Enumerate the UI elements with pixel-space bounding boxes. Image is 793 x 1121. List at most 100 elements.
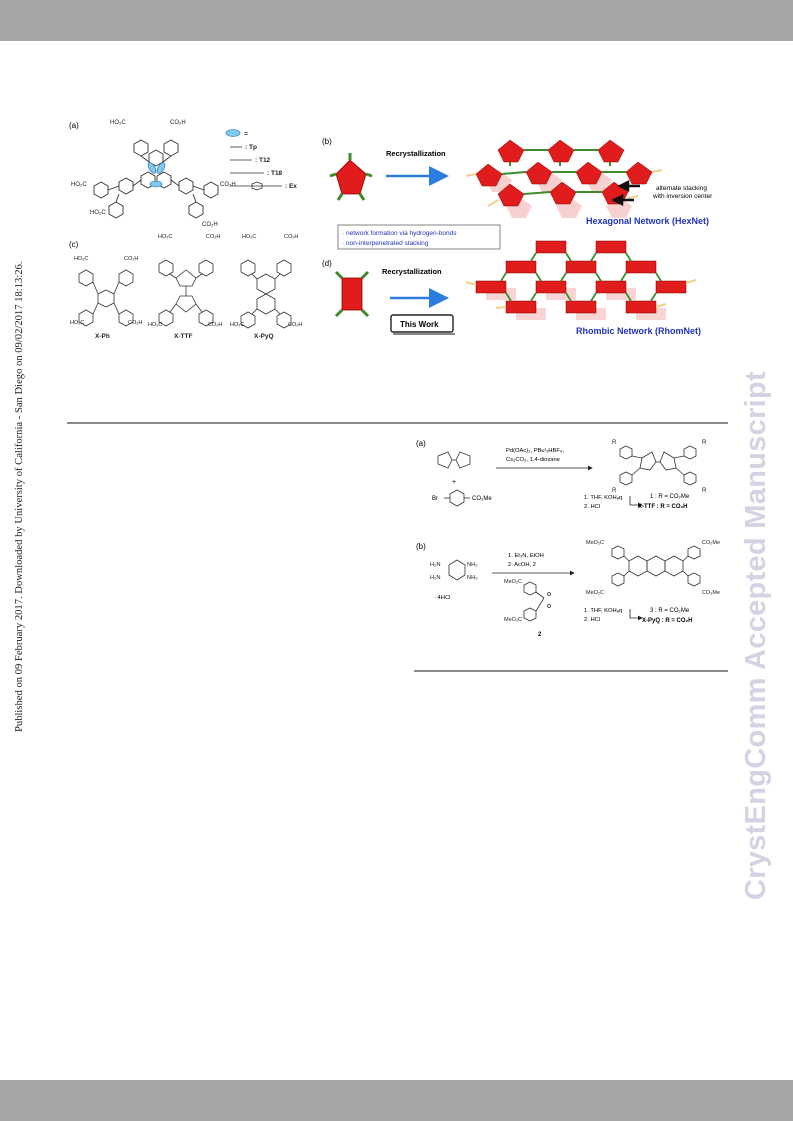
carboxyl-label: CO₂H — [170, 120, 186, 126]
panel-d-label: (d) — [322, 259, 332, 268]
hexagonal-building-block — [329, 153, 373, 201]
ester-label: MeO₂C — [504, 617, 522, 623]
header-band — [0, 0, 793, 41]
tetraaryl-ttf-product — [619, 445, 697, 486]
panel-c-label: (c) — [69, 240, 79, 249]
legend-t12: : T12 — [255, 157, 271, 164]
product-ester-3: 3 : R = CO₂Me — [650, 608, 690, 614]
carboxyl-label: HO₂C — [230, 322, 244, 328]
footer-band — [0, 1080, 793, 1121]
carboxyl-label: CO₂H — [208, 322, 222, 328]
hydrochloride-label: · 4HCl — [434, 595, 450, 601]
amine-label: H₂N — [430, 575, 441, 581]
carboxyl-label: CO₂H — [124, 256, 138, 262]
scheme-part-b-label: (b) — [416, 542, 426, 551]
amine-label: H₂N — [430, 562, 441, 568]
hydrolysis-arrow — [629, 609, 643, 621]
ester-label: CO₂Me — [702, 540, 720, 546]
x-pyq-structure — [240, 259, 292, 329]
product-acid-x-ttf: X-TTF : R = CO₂H — [638, 504, 688, 510]
amine-label: NH₂ — [467, 575, 478, 581]
callout-line1: · network formation via hydrogen-bonds — [342, 230, 457, 237]
figure-1: (a) HO₂C CO₂H HO₂C CO₂H HO₂C CO₂H = — [69, 120, 713, 340]
condensation-conditions-line2: 2. AcOH, 2 — [508, 562, 536, 568]
carboxyl-label: HO₂C — [70, 320, 84, 326]
hexnet-title: Hexagonal Network (HexNet) — [586, 216, 709, 226]
r-substituent: R — [612, 440, 617, 446]
plus-sign: + — [452, 479, 456, 486]
callout-line2: · non-interpenetrated stacking — [342, 240, 429, 247]
download-notice-text: Published on 09 February 2017. Downloade… — [14, 261, 25, 733]
ethynyl-spacers — [147, 162, 166, 188]
hydrolysis-arrow — [629, 496, 643, 508]
tetracarboxylic-molecule — [93, 139, 219, 219]
ttf-core — [437, 451, 471, 469]
stacking-note-line2: with inversion center — [652, 193, 713, 200]
recrystallization-label: Recrystallization — [382, 267, 442, 276]
r-substituent: R — [612, 488, 617, 494]
spacer-legend: = : Tp : T12 : T18 : Ex — [225, 129, 297, 191]
carboxyl-label: CO₂H — [220, 182, 236, 188]
pyrazinoquinoxaline-product — [611, 545, 701, 587]
diketone-2 — [523, 581, 551, 622]
legend-ex: : Ex — [285, 183, 297, 190]
spacer-legend-symbol — [225, 129, 241, 137]
this-work-text: This Work — [400, 320, 439, 329]
scheme-divider — [414, 670, 728, 672]
carboxyl-label: HO₂C — [90, 210, 106, 216]
watermark-text: CrystEngComm Accepted Manuscript — [740, 370, 772, 900]
stacking-arrows — [611, 179, 640, 207]
legend-equals: = — [244, 131, 248, 138]
rhomnet-title: Rhombic Network (RhomNet) — [576, 326, 701, 336]
condensation-conditions-line1: 1. Et₃N, EtOH — [508, 553, 544, 559]
legend-t18: : T18 — [267, 170, 283, 177]
r-substituent: R — [702, 488, 707, 494]
ester-label: MeO₂C — [586, 590, 604, 596]
panel-b-label: (b) — [322, 137, 332, 146]
aryl-bromide — [444, 489, 470, 507]
rhomnet-lattice — [465, 240, 697, 320]
linker-name-x-ph: X-Ph — [95, 333, 110, 340]
bromo-label: Br — [432, 496, 438, 502]
manuscript-watermark: CrystEngComm Accepted Manuscript — [728, 0, 788, 1121]
download-notice: Published on 09 February 2017. Downloade… — [0, 0, 30, 1121]
carboxyl-label: HO₂C — [242, 234, 256, 240]
ester-label: CO₂Me — [702, 590, 720, 596]
carboxyl-label: CO₂H — [128, 320, 142, 326]
coupling-conditions-line1: Pd(OAc)₂, PBuᵗ₃HBF₄, — [506, 447, 564, 454]
product-ester-1: 1 : R = CO₂Me — [650, 494, 690, 500]
carboxyl-label: HO₂C — [110, 120, 126, 126]
tetracarboxylic-linkers — [78, 259, 292, 329]
carboxyl-label: CO₂H — [288, 322, 302, 328]
recrystallization-label: Recrystallization — [386, 149, 446, 158]
ester-label: CO₂Me — [472, 496, 492, 502]
scheme-1: (a) + Br CO₂Me Pd(OAc)₂, PBuᵗ₃HBF₄, Cs₂C… — [416, 439, 720, 638]
x-ph-structure — [78, 269, 134, 327]
carboxyl-label: CO₂H — [202, 222, 218, 228]
carboxyl-label: HO₂C — [71, 182, 87, 188]
linker-name-x-ttf: X-TTF — [174, 333, 192, 340]
hexnet-lattice — [465, 139, 663, 218]
scheme-part-a-label: (a) — [416, 439, 426, 448]
coupling-conditions-line2: Cs₂CO₃, 1,4-dioxane — [506, 457, 560, 463]
hydrolysis-step-line2: 2. HCl — [584, 504, 600, 510]
section-divider — [67, 422, 728, 424]
features-callout: · network formation via hydrogen-bonds ·… — [337, 224, 501, 250]
legend-tp: : Tp — [245, 144, 257, 151]
hydrolysis-step-line2: 2. HCl — [584, 617, 600, 623]
tetraaminobenzene — [448, 559, 466, 581]
diketone-compound-number: 2 — [538, 632, 542, 638]
amine-label: NH₂ — [467, 562, 478, 568]
hydrolysis-step-line1: 1. THF, KOHₐq — [584, 495, 622, 501]
linker-name-x-pyq: X-PyQ — [254, 333, 274, 340]
carboxyl-label: HO₂C — [148, 322, 162, 328]
this-work-badge: This Work — [390, 314, 455, 335]
hydrolysis-step-line1: 1. THF, KOHₐq — [584, 608, 622, 614]
stacking-note-line1: alternate stacking — [656, 185, 707, 192]
rhombic-building-block — [334, 270, 370, 318]
ester-label: MeO₂C — [586, 540, 604, 546]
r-substituent: R — [702, 440, 707, 446]
x-ttf-structure — [158, 259, 214, 327]
carboxyl-label: CO₂H — [206, 234, 220, 240]
carboxyl-label: HO₂C — [158, 234, 172, 240]
